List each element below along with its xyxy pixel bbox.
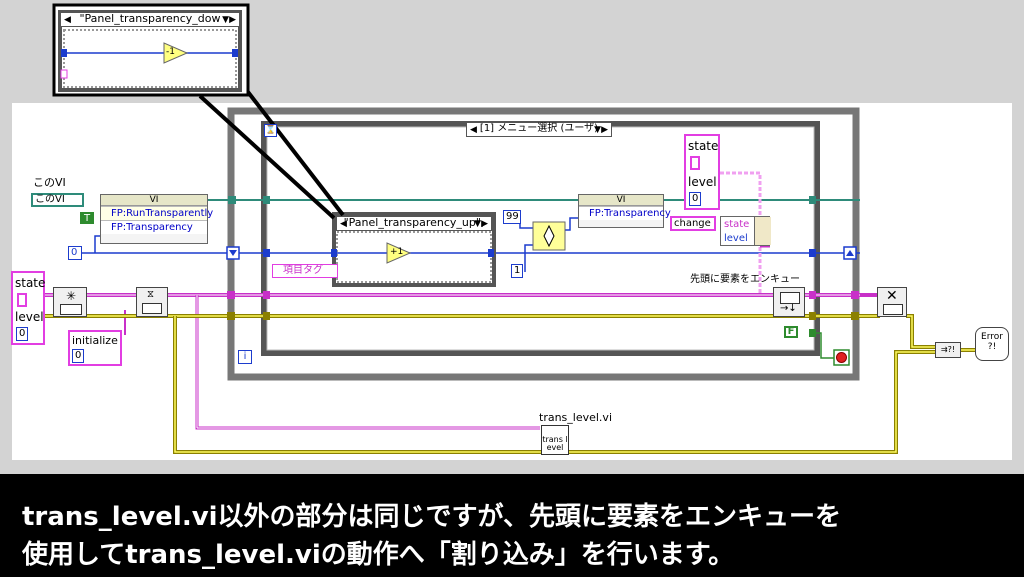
initialize-value: 0 [72, 349, 84, 363]
iteration-terminal: i [238, 350, 252, 364]
caption-line-2: 使用してtrans_level.viの動作へ「割り込み」を行います。 [22, 540, 735, 570]
increment-node [386, 242, 412, 264]
zoom-case-selector-label: "Panel_transparency_dow [79, 12, 221, 25]
increment-label: +1 [390, 247, 404, 257]
bundle-level: level [724, 233, 748, 244]
const-1-label: 1 [514, 265, 521, 276]
iteration-label: i [243, 351, 247, 362]
state-cluster-left-level: level [15, 310, 44, 324]
bool-true-label: T [83, 213, 91, 224]
state-cluster-left[interactable]: state level 0 [11, 271, 45, 345]
bundle-by-name-node[interactable]: state level [720, 216, 771, 246]
outer-case-selector[interactable]: ◀ [1] メニュー選択 (ユーザ) ▼▶ [466, 122, 612, 137]
vi-ref-label: このVI [33, 176, 66, 189]
subvi-label: trans_level.vi [539, 411, 612, 424]
item-tag-terminal[interactable]: 項目タグ [272, 264, 338, 278]
enqueue-node[interactable]: ⧖ [136, 287, 168, 317]
obtain-queue-node[interactable]: ✳ [53, 287, 87, 317]
state-cluster-top-value: 0 [689, 192, 701, 206]
inner-case-selector-label: "Panel_transparency_up", [343, 216, 485, 229]
zoom-case-selector[interactable]: ◀ "Panel_transparency_dow ▼▶ [60, 12, 240, 27]
error-handler-label: Error ?! [981, 332, 1003, 352]
const-1[interactable]: 1 [511, 264, 523, 278]
zero-const[interactable]: 0 [68, 246, 82, 260]
merge-errors-node[interactable]: ⇉?! [935, 342, 961, 358]
while-loop-frame [227, 107, 860, 381]
error-handler-node[interactable]: Error ?! [975, 327, 1009, 361]
bundle-state: state [724, 219, 750, 230]
state-cluster-left-state: state [15, 276, 46, 290]
bool-false-label: F [787, 326, 795, 337]
trans-level-subvi[interactable]: trans level [541, 425, 569, 455]
bool-false-const[interactable]: F [784, 326, 798, 338]
release-queue-node[interactable]: ✕ [877, 287, 907, 317]
state-cluster-left-value: 0 [16, 327, 28, 341]
outer-case-selector-label: [1] メニュー選択 (ユーザ) [479, 123, 599, 134]
const-99[interactable]: 99 [503, 210, 521, 224]
bool-true-const[interactable]: T [80, 212, 94, 224]
state-cluster-top-level: level [688, 175, 717, 189]
property-node-1[interactable]: VI FP:RunTransparently FP:Transparency [100, 194, 213, 244]
enqueue-front-node[interactable]: →↓ [773, 287, 805, 317]
initialize-label: initialize [72, 334, 118, 347]
caption-line-1: trans_level.vi以外の部分は同じですが、先頭に要素をエンキューを [22, 502, 842, 532]
const-99-label: 99 [506, 211, 519, 222]
state-cluster-top[interactable]: state level 0 [684, 134, 720, 210]
prop-transparency-1[interactable]: FP:Transparency [101, 220, 207, 234]
change-enum-const[interactable]: change [670, 216, 716, 231]
decrement-label: -1 [166, 47, 175, 57]
state-cluster-top-state: state [688, 139, 719, 153]
vi-ref-constant[interactable]: このVI [31, 193, 84, 207]
property-node-2-class: VI [616, 195, 626, 205]
item-tag-label: 項目タグ [283, 265, 323, 276]
event-timeout-icon: ⌛ [264, 124, 277, 137]
enqueue-front-label: 先頭に要素をエンキュー [690, 274, 800, 285]
subvi-icon-text: trans level [542, 435, 568, 452]
prop-transparency-2[interactable]: FP:Transparency [579, 206, 671, 220]
change-label: change [674, 218, 711, 229]
zero-const-label: 0 [71, 247, 78, 258]
inner-case-selector[interactable]: ◀ "Panel_transparency_up", ▼▶ [336, 216, 492, 231]
initialize-cluster[interactable]: initialize 0 [68, 330, 122, 366]
property-node-1-class: VI [149, 195, 159, 205]
prop-run-transparently[interactable]: FP:RunTransparently [101, 206, 213, 220]
property-node-2[interactable]: VI FP:Transparency [578, 194, 671, 228]
decrement-node [163, 42, 189, 64]
caption-panel: trans_level.vi以外の部分は同じですが、先頭に要素をエンキューを 使… [0, 474, 1024, 577]
vi-ref-const-label: このVI [35, 194, 65, 205]
